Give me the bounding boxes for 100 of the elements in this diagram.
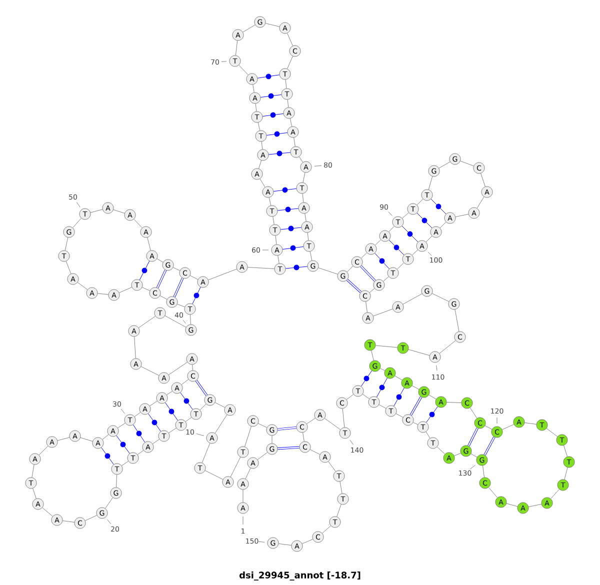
backbone-line bbox=[402, 212, 409, 218]
backbone-line bbox=[383, 276, 389, 282]
backbone-line bbox=[140, 366, 160, 376]
backbone-line bbox=[160, 295, 168, 300]
base-pair-line bbox=[374, 252, 390, 270]
backbone-line bbox=[258, 122, 260, 131]
backbone-line bbox=[374, 240, 382, 246]
backbone-line bbox=[371, 350, 374, 361]
backbone-line bbox=[204, 470, 224, 480]
backbone-line bbox=[375, 345, 398, 348]
base-pair-line bbox=[346, 279, 362, 293]
backbone-line bbox=[177, 304, 185, 308]
backbone-line bbox=[64, 237, 68, 251]
base-pair-line bbox=[468, 428, 478, 446]
backbone-line bbox=[454, 452, 461, 456]
backbone-line bbox=[402, 294, 422, 304]
backbone-line bbox=[252, 84, 254, 93]
backbone-line bbox=[268, 197, 272, 206]
backbone-line bbox=[166, 390, 172, 396]
base-pair-line bbox=[277, 206, 299, 212]
backbone-line bbox=[360, 252, 368, 258]
backbone-line bbox=[238, 64, 248, 76]
backbone-line bbox=[272, 216, 274, 225]
base-pair-line bbox=[388, 240, 404, 256]
backbone-line bbox=[342, 408, 345, 428]
backbone-line bbox=[564, 467, 568, 480]
backbone-line bbox=[412, 385, 420, 390]
backbone-line bbox=[242, 24, 256, 32]
backbone-line bbox=[138, 316, 156, 328]
backbone-line bbox=[307, 232, 309, 241]
backbone-line bbox=[102, 434, 109, 440]
backbone-line bbox=[306, 418, 316, 424]
backbone-line bbox=[190, 275, 198, 280]
backbone-line bbox=[32, 464, 34, 478]
backbone-line bbox=[287, 99, 289, 108]
backbone-line bbox=[416, 198, 424, 206]
backbone-line bbox=[380, 368, 386, 371]
base-pair-line bbox=[282, 245, 304, 251]
base-pair-line bbox=[192, 286, 201, 304]
backbone-line bbox=[322, 526, 331, 534]
backbone-line bbox=[208, 268, 237, 280]
base-pair-line bbox=[156, 270, 167, 288]
base-pair-line bbox=[394, 388, 404, 406]
base-pair-line bbox=[484, 436, 496, 456]
base-pair-line bbox=[195, 380, 208, 396]
backbone-line bbox=[255, 103, 257, 112]
backbone-line bbox=[190, 314, 191, 325]
backbone-line bbox=[563, 445, 568, 457]
backbone-line bbox=[90, 209, 103, 213]
backbone-line bbox=[181, 379, 189, 385]
base-pair-line bbox=[410, 396, 422, 416]
backbone-line bbox=[245, 468, 251, 480]
base-pair-line bbox=[285, 264, 308, 270]
backbone-line bbox=[230, 456, 241, 478]
backbone-line bbox=[396, 262, 404, 270]
backbone-line bbox=[116, 474, 118, 488]
backbone-line bbox=[134, 218, 142, 228]
backbone-line bbox=[38, 446, 48, 456]
backbone-line bbox=[77, 282, 88, 290]
backbone-line bbox=[202, 443, 210, 463]
backbone-line bbox=[550, 489, 560, 499]
backbone-line bbox=[66, 261, 72, 274]
backbone-line bbox=[265, 23, 280, 27]
backbone-line bbox=[72, 218, 82, 228]
backbone-line bbox=[214, 414, 228, 434]
base-pair-line bbox=[116, 435, 130, 454]
backbone-line bbox=[346, 394, 354, 400]
backbone-line bbox=[242, 489, 244, 503]
base-pair-line bbox=[260, 93, 282, 99]
backbone-line bbox=[470, 408, 478, 418]
backbone-line bbox=[396, 413, 404, 418]
base-pair-line bbox=[132, 424, 146, 442]
backbone-line bbox=[257, 452, 268, 460]
base-pair-line bbox=[278, 426, 296, 431]
backbone-line bbox=[258, 160, 262, 169]
backbone-line bbox=[439, 340, 456, 354]
backbone-line bbox=[287, 32, 293, 46]
backbone-line bbox=[480, 173, 486, 187]
backbone-line bbox=[378, 404, 386, 409]
base-pair-line bbox=[257, 74, 280, 80]
backbone-line bbox=[408, 349, 430, 356]
backbone-line bbox=[42, 507, 53, 517]
backbone-line bbox=[482, 465, 485, 478]
base-pair-line bbox=[430, 198, 446, 214]
base-pair-line bbox=[376, 378, 388, 398]
backbone-line bbox=[32, 488, 36, 499]
backbone-line bbox=[388, 226, 394, 232]
backbone-line bbox=[142, 287, 150, 291]
backbone-line bbox=[298, 156, 304, 162]
backbone-line bbox=[340, 481, 342, 494]
backbone-line bbox=[121, 460, 129, 466]
backbone-line bbox=[428, 394, 436, 400]
backbone-line bbox=[247, 267, 275, 269]
backbone-line bbox=[366, 301, 368, 313]
backbone-line bbox=[546, 428, 558, 437]
backbone-line bbox=[454, 309, 460, 332]
backbone-line bbox=[428, 176, 433, 190]
title: dsi_29945_annot [-18.7] bbox=[239, 572, 360, 580]
backbone-line bbox=[302, 172, 306, 183]
backbone-line bbox=[455, 214, 469, 218]
